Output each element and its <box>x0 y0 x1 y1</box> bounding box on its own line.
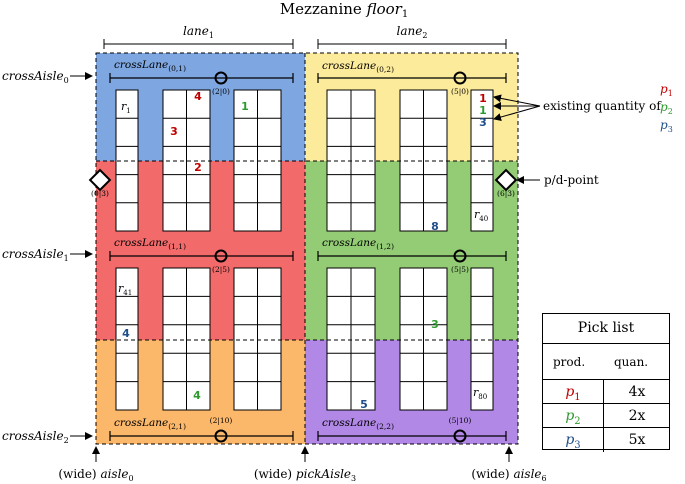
cross-lane-label: crossLane(0,1) <box>114 59 186 73</box>
quantity-label: 1 <box>479 92 487 105</box>
rack-layer <box>115 89 494 411</box>
cross-lane-node <box>214 429 228 443</box>
warehouse-boundary <box>95 52 519 445</box>
rack <box>115 267 139 411</box>
legend-text: existing quantity of <box>543 99 662 113</box>
cross-lane-label: crossLane(1,1) <box>114 237 186 251</box>
rack <box>326 267 376 411</box>
quantity-label: 1 <box>241 100 249 113</box>
quantity-label: 4 <box>122 327 130 340</box>
quantity-label: 4 <box>194 90 202 103</box>
rack <box>162 267 211 411</box>
pd-point-coordinate: (0|3) <box>91 189 109 198</box>
aisle-label: (wide) aisle6 <box>471 467 546 483</box>
rack-label: r80 <box>473 386 487 401</box>
cross-aisle-label: crossAisle2 <box>2 429 69 445</box>
quantity-label: 8 <box>431 220 439 233</box>
cross-lane <box>317 429 507 443</box>
lane-label: lane1 <box>183 24 214 40</box>
quantity-label: 3 <box>431 318 439 331</box>
quantity-label: 1 <box>479 104 487 117</box>
cross-lane-node <box>453 71 467 85</box>
pick-list-table: Pick list prod. quan. p1 4x p2 2x p3 5x <box>542 313 670 452</box>
pick-list-product: p2 <box>543 404 604 428</box>
cross-lane <box>109 249 294 263</box>
cross-lane-label: crossLane(1,2) <box>322 237 394 251</box>
node-coordinate: (2|10) <box>210 416 233 425</box>
quantity-label: 4 <box>193 389 201 402</box>
quantity-label: 3 <box>170 125 178 138</box>
cross-lane <box>317 71 507 85</box>
cross-lane <box>109 71 294 85</box>
pick-list-product: p1 <box>543 380 604 404</box>
rack-label: r1 <box>121 100 131 115</box>
node-coordinate: (5|10) <box>449 416 472 425</box>
pick-list-col-product: prod. <box>553 355 586 369</box>
aisle-label: (wide) aisle0 <box>58 467 133 483</box>
cross-lane-node <box>214 71 228 85</box>
cross-lane <box>317 249 507 263</box>
pick-list-quantity: 2x <box>628 408 646 424</box>
pick-list-row: p1 4x <box>543 379 669 404</box>
rack <box>470 267 494 411</box>
pick-list-title: Pick list <box>577 320 635 336</box>
legend-product: p2 <box>660 100 673 116</box>
legend-product: p3 <box>660 118 673 134</box>
pick-list-quantity: 5x <box>628 432 646 448</box>
rack <box>399 267 448 411</box>
pick-list-quantity: 4x <box>628 384 646 400</box>
node-coordinate: (2|0) <box>212 87 230 96</box>
cross-lane-node <box>214 249 228 263</box>
rack-frame <box>115 267 139 411</box>
quantity-label: 2 <box>194 161 202 174</box>
node-coordinate: (5|5) <box>451 265 469 274</box>
pd-point-coordinate: (6|3) <box>497 189 515 198</box>
aisle-label: (wide) pickAisle3 <box>254 467 356 483</box>
pick-list-header: prod. quan. <box>543 343 669 380</box>
cross-lane-node <box>453 429 467 443</box>
line-layer <box>70 39 541 462</box>
cross-lane <box>109 429 294 443</box>
pick-list-row: p3 5x <box>543 427 669 452</box>
text-layer: crossLane(0,1) (2|0) crossLane(0,2) (5|0) cr… <box>2 0 673 483</box>
pd-point-label: p/d-point <box>544 173 599 187</box>
legend-arrow <box>493 94 541 107</box>
lane-label: lane2 <box>397 24 428 40</box>
rack <box>233 267 282 411</box>
cross-lane-label: crossLane(2,2) <box>322 417 394 431</box>
cross-lane-label: crossLane(2,1) <box>114 417 186 431</box>
rack-label: r41 <box>118 282 132 297</box>
quantity-label: 5 <box>360 398 368 411</box>
diagram-title: Mezzanine floor1 <box>280 0 408 20</box>
cross-lane-node <box>453 249 467 263</box>
cross-lane-label: crossLane(0,2) <box>322 60 394 74</box>
pick-list-row: p2 2x <box>543 403 669 428</box>
pd-point-marker <box>88 168 112 192</box>
node-coordinate: (2|5) <box>212 265 230 274</box>
node-coordinate: (5|0) <box>451 87 469 96</box>
legend-arrow <box>493 105 541 121</box>
quantity-label: 3 <box>479 116 487 129</box>
cross-aisle-label: crossAisle1 <box>2 247 69 263</box>
pd-point-marker <box>494 168 518 192</box>
legend-product: p1 <box>660 82 673 98</box>
rack-frame <box>470 267 494 411</box>
pick-list-product: p3 <box>543 428 604 452</box>
pick-list-col-quantity: quan. <box>614 355 649 369</box>
rack-label: r40 <box>474 208 488 223</box>
cross-aisle-label: crossAisle0 <box>2 69 69 85</box>
